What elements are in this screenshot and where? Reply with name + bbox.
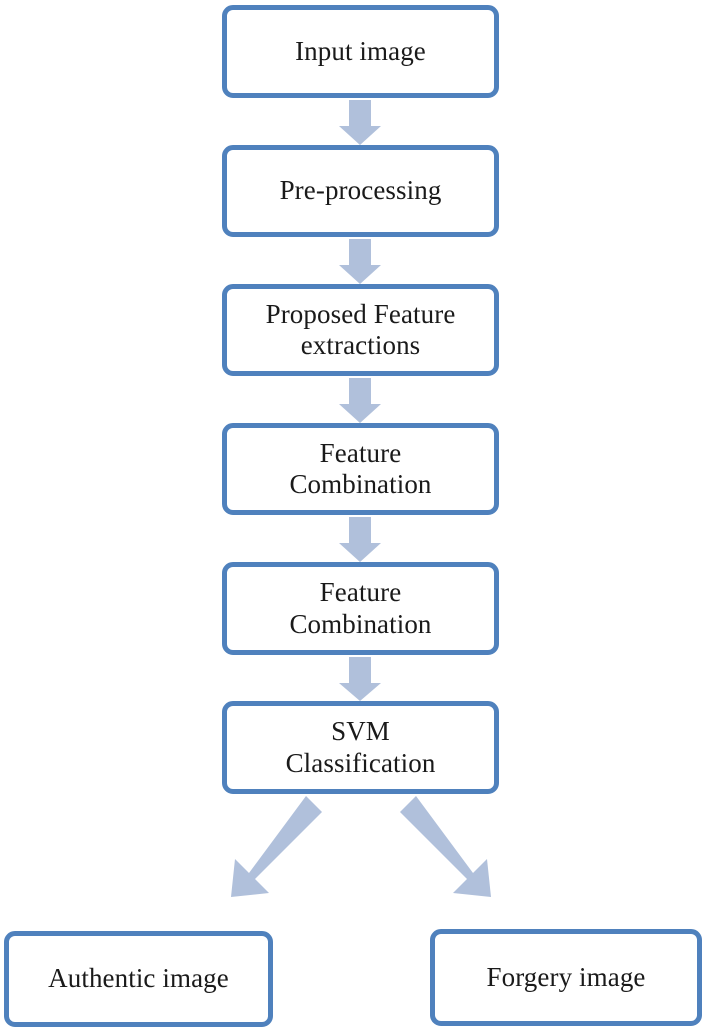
node-label-feature-combination-2: Feature Combination [289,577,432,639]
node-authentic-image[interactable]: Authentic image [4,931,273,1027]
arrow-diagonal-svm-to-forgery [400,796,491,897]
node-label-input-image: Input image [295,35,426,66]
node-feature-combination-1[interactable]: Feature Combination [222,423,499,515]
arrow-down-extraction-to-combination1 [339,378,381,423]
node-input-image[interactable]: Input image [222,5,499,98]
node-feature-extraction[interactable]: Proposed Feature extractions [222,284,499,376]
node-label-authentic-image: Authentic image [48,963,229,994]
node-feature-combination-2[interactable]: Feature Combination [222,562,499,655]
node-svm-classification[interactable]: SVM Classification [222,701,499,794]
arrow-diagonal-svm-to-authentic [231,796,322,897]
arrow-down-combination2-to-svm [339,657,381,701]
node-pre-processing[interactable]: Pre-processing [222,145,499,237]
node-label-forgery-image: Forgery image [486,961,646,992]
arrow-down-combination1-to-combination2 [339,517,381,562]
node-label-feature-extraction: Proposed Feature extractions [265,298,456,360]
node-label-pre-processing: Pre-processing [279,175,442,206]
node-label-feature-combination-1: Feature Combination [289,437,432,499]
arrow-down-input-to-preprocessing [339,100,381,145]
node-label-svm-classification: SVM Classification [285,716,436,778]
node-forgery-image[interactable]: Forgery image [430,929,702,1026]
arrow-down-preprocessing-to-extraction [339,239,381,284]
